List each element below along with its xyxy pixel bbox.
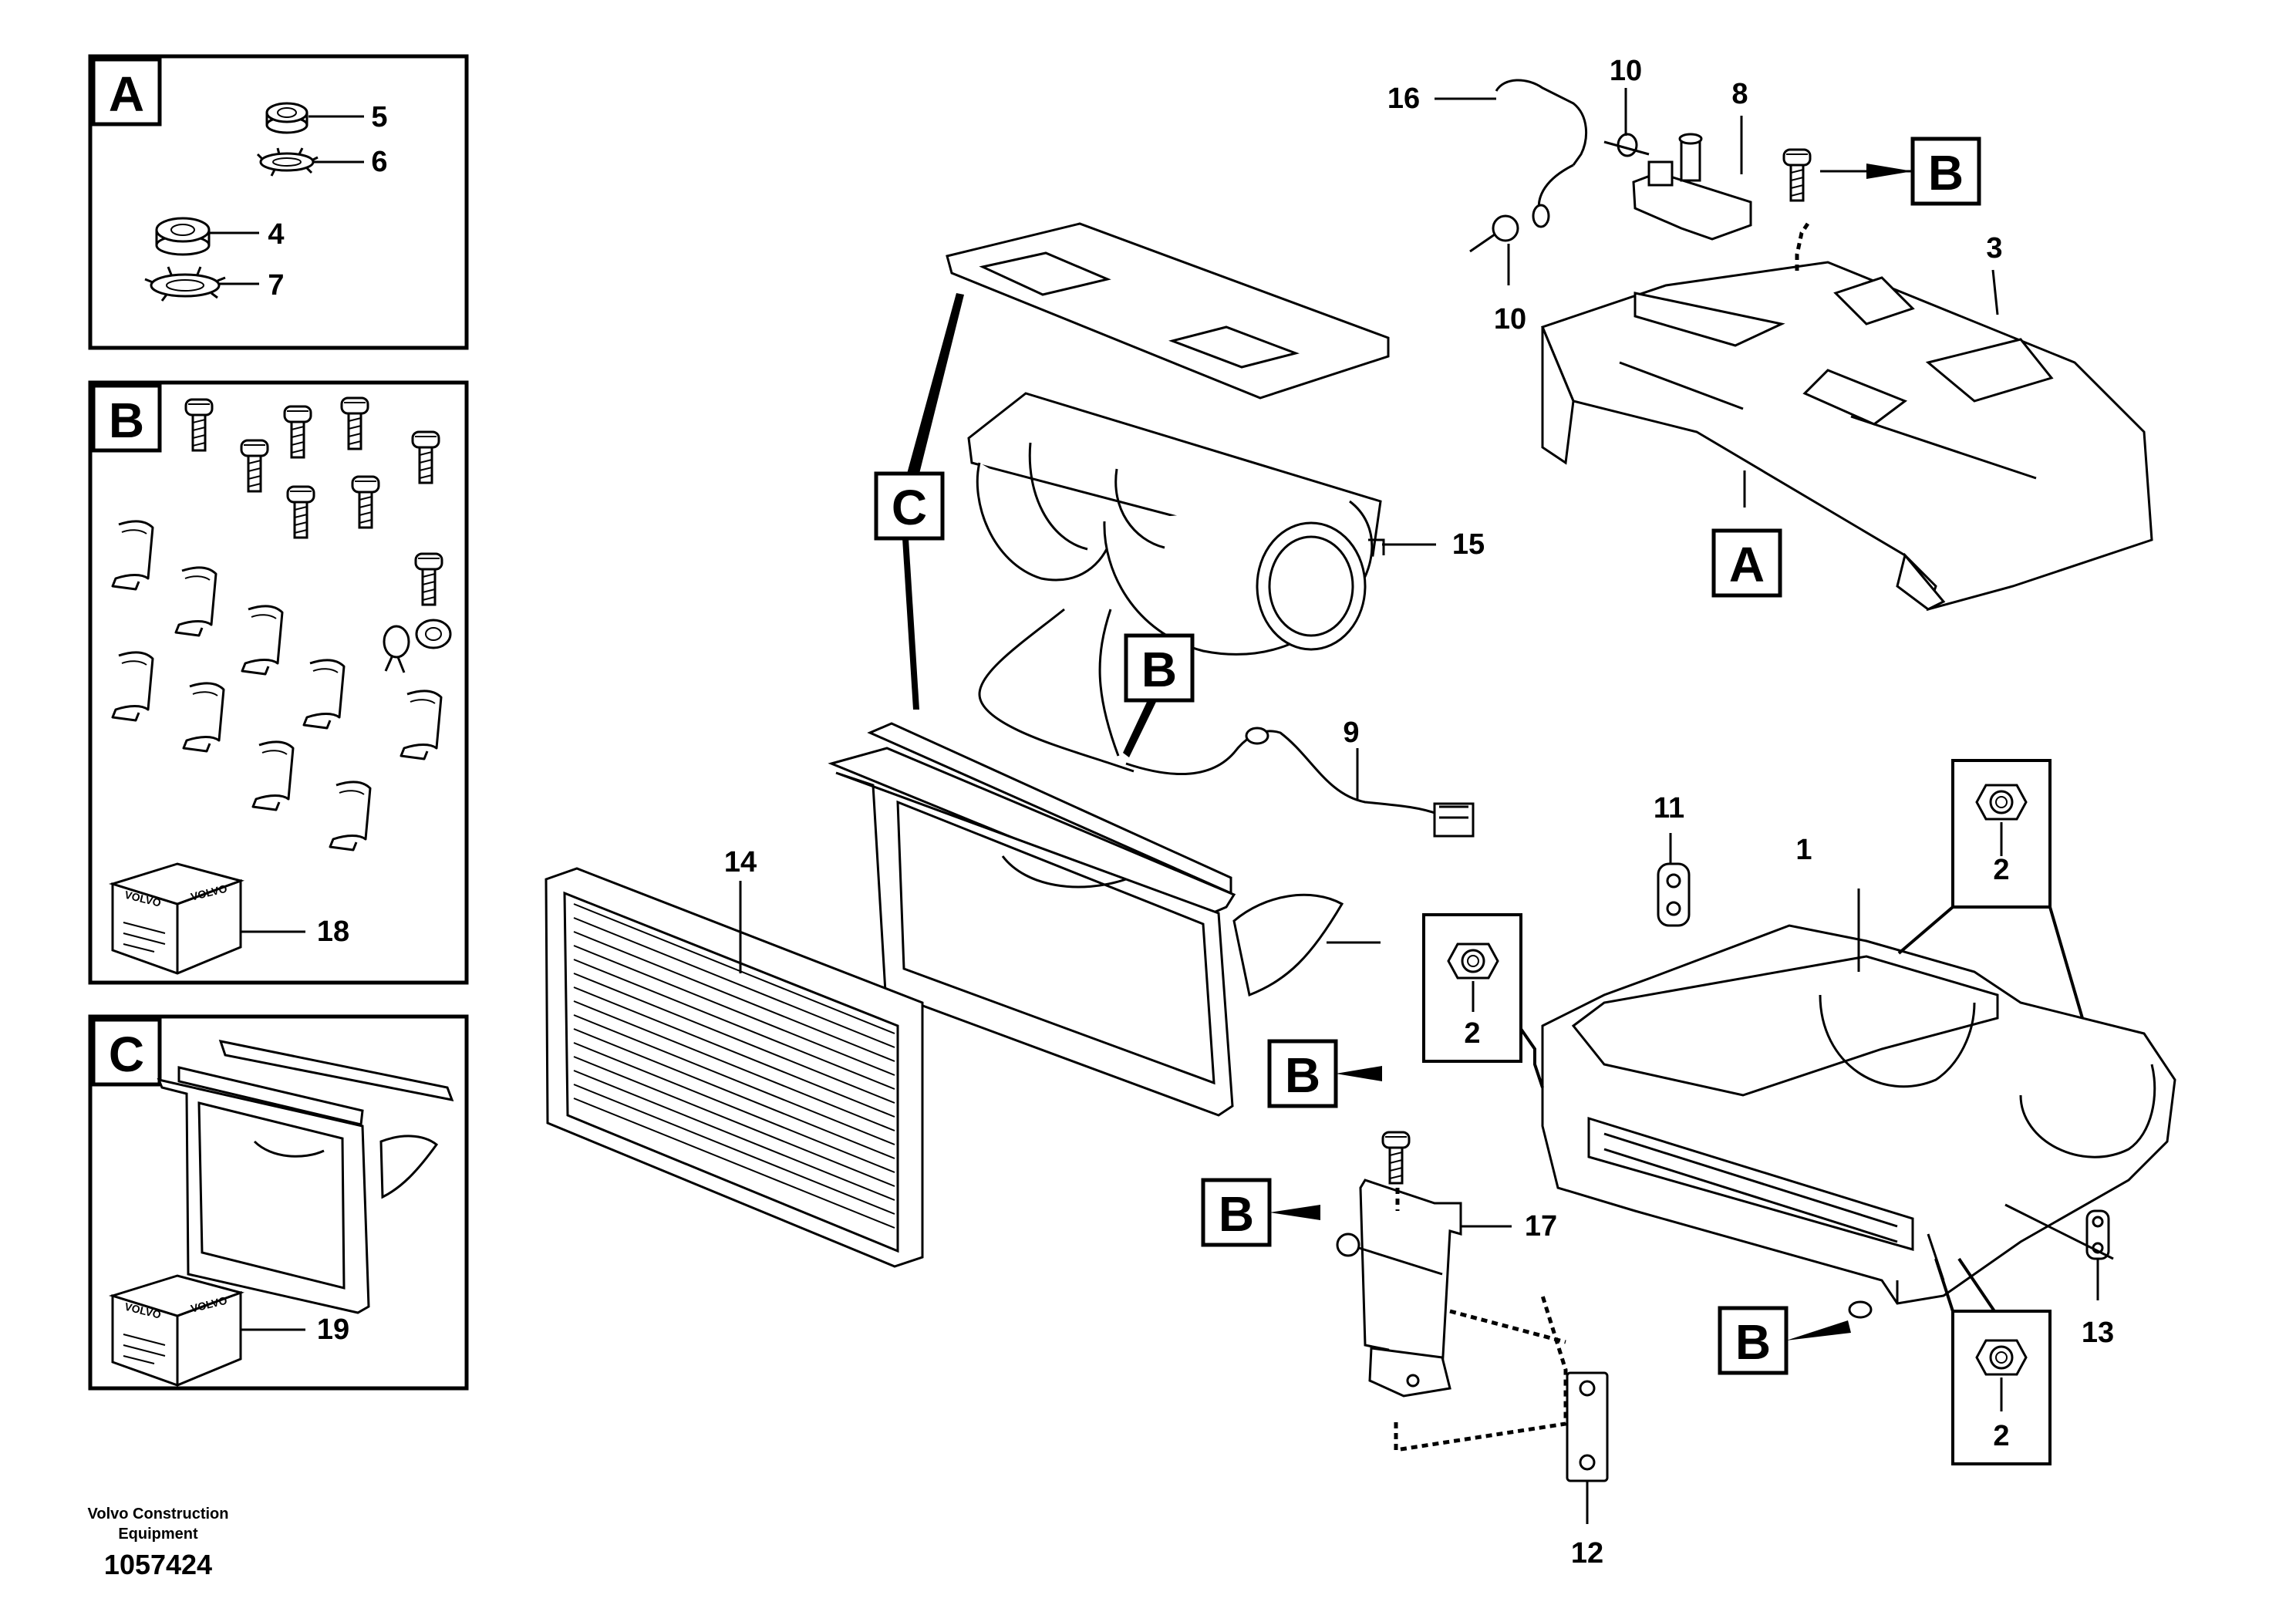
callout-16: 16 [1387,83,1420,115]
package-box-19: VOLVO VOLVO [108,1274,305,1387]
callout-17: 17 [1525,1210,1557,1243]
svg-text:B: B [1219,1186,1254,1242]
callout-15: 15 [1452,528,1485,561]
svg-text:A: A [1729,537,1765,592]
callout-numbers: 1 2 2 2 3 4 5 6 7 8 9 10 10 11 12 13 14 … [268,55,2114,1570]
ref-box-a-cover: A [1711,528,1782,598]
bracket-12 [1566,1371,1609,1524]
callout-2c: 2 [1993,1420,2009,1452]
blower-fan-15 [967,392,1436,656]
heater-core-14 [544,867,924,1268]
document-number: 1057424 [103,1549,213,1580]
nut-part-4 [155,217,211,256]
nut-detail-box-3 [1934,1257,2052,1465]
valve-8 [1632,133,1752,241]
dashed-connectors-bottom [1394,1188,1568,1452]
kit-label-b: B [109,393,144,448]
bracket-13 [2004,1203,2114,1300]
bracket-11 [1657,833,1691,927]
callout-11: 11 [1654,792,1684,824]
callout-19: 19 [317,1313,349,1346]
cover-3 [1540,261,2153,612]
leader-lines-bottom [739,881,1860,1276]
callout-7: 7 [268,269,284,302]
callout-10a: 10 [1610,55,1642,87]
top-plate [946,222,1390,400]
hose-16 [1469,79,1650,253]
washer-part-7 [144,266,226,302]
ref-box-b-harness: B [1123,633,1195,757]
housing-1 [1541,924,2176,1305]
bracket-17 [1359,1179,1462,1398]
callout-8: 8 [1731,78,1748,110]
kit-label-a: A [109,66,144,122]
kit-box-b: B [88,380,469,985]
washer-part-6 [256,147,319,177]
callout-12: 12 [1571,1537,1603,1570]
ref-box-b-top: B [1866,137,1981,206]
svg-text:C: C [892,480,927,535]
ref-box-b-bottom: B [1718,1306,1851,1375]
callout-3: 3 [1986,232,2002,265]
callout-1: 1 [1795,834,1812,866]
kit-box-a: A [88,54,469,350]
callout-9: 9 [1343,717,1359,749]
frame-parts-c [157,1040,454,1314]
ref-box-c-main: C [874,293,964,710]
leader-lines-kit-a [210,115,364,285]
callout-2b: 2 [1993,854,2009,886]
nut-detail-box-1 [1422,913,1544,1088]
callout-4: 4 [268,218,284,251]
package-box-18: VOLVO VOLVO [108,862,305,975]
callout-14: 14 [724,846,757,878]
svg-text:B: B [1285,1047,1320,1103]
callout-18: 18 [317,916,349,948]
ref-box-b-screw2: B [1201,1178,1320,1247]
callout-13: 13 [2082,1317,2114,1349]
svg-text:B: B [1928,145,1964,201]
nut-part-5 [265,102,308,134]
filter-frame [828,722,1344,1117]
harness-9 [978,608,1475,838]
callout-6: 6 [371,146,387,178]
callout-2a: 2 [1464,1017,1480,1050]
nut-detail-box-2 [1897,759,2084,1019]
plug-parts-b [383,552,452,673]
ref-box-b-screw1: B [1267,1039,1382,1108]
kit-label-c: C [109,1027,144,1082]
footer: Volvo Construction Equipment 1057424 [77,1504,239,1581]
svg-text:B: B [1735,1314,1771,1370]
screws-bottom [1336,1131,1873,1319]
screw-small-top [1782,148,1812,202]
callout-5: 5 [371,101,387,133]
callout-10b: 10 [1494,303,1526,336]
svg-text:B: B [1141,642,1177,697]
company-name: Volvo Construction Equipment [87,1506,229,1543]
